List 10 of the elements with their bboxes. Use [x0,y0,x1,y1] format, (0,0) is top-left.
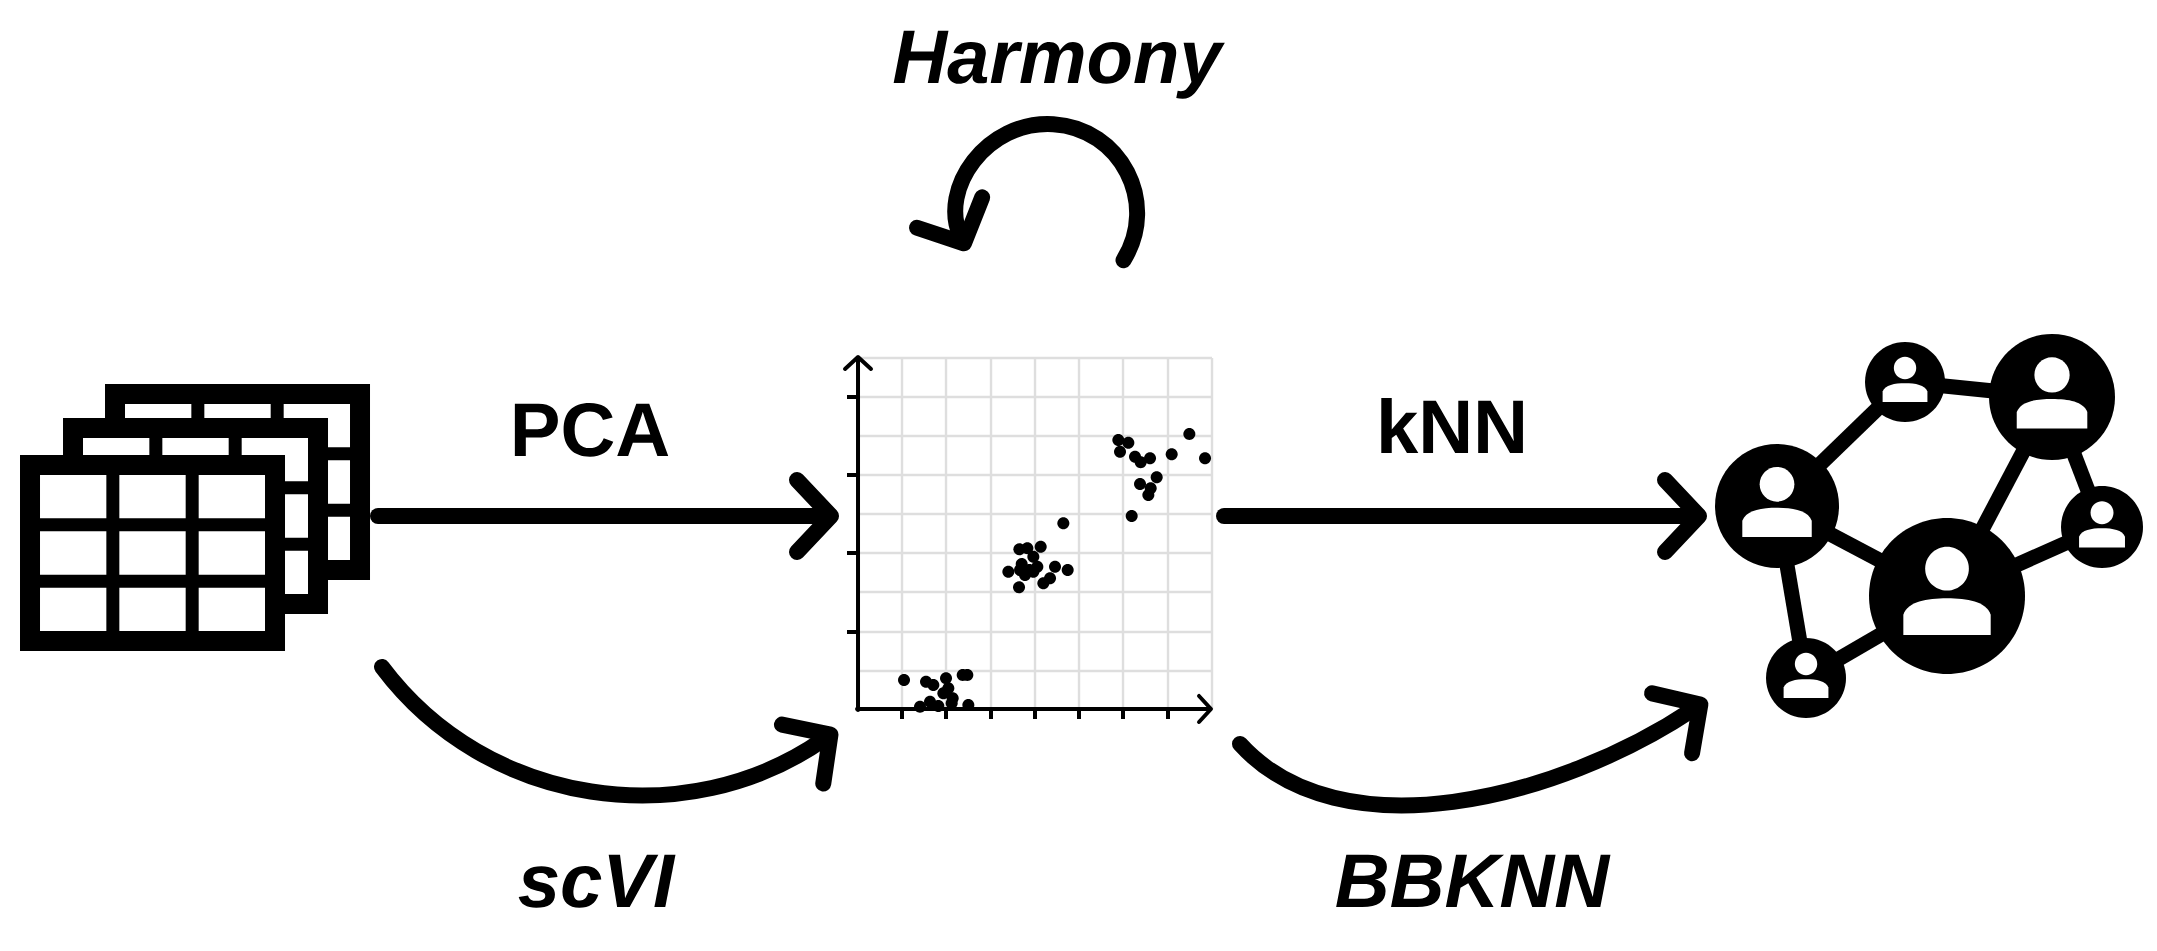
arrow [370,472,839,560]
edge-label: Harmony [893,30,1225,99]
arrow [374,659,839,804]
edge-label: PCA [514,402,669,457]
arrow [1232,685,1709,814]
edge-label: kNN [1381,397,1523,453]
edge-label: BBKNN [1336,854,1611,907]
arrow [1216,472,1707,560]
edge-label: scVI [518,854,676,908]
arrow [908,116,1146,269]
